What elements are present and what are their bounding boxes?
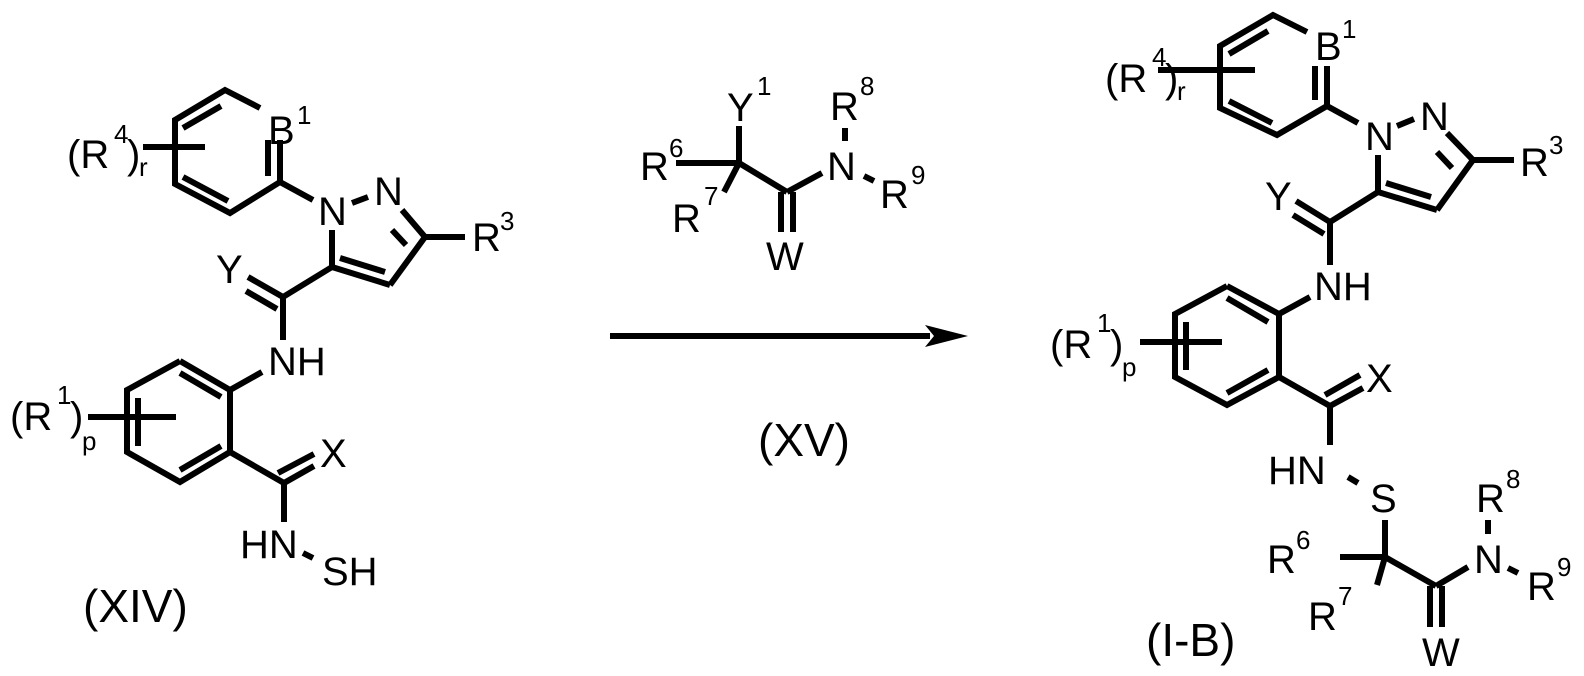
- label-r4-sub: r: [139, 152, 148, 182]
- label-r3: R: [472, 216, 501, 260]
- label-r7: R: [672, 197, 701, 241]
- atom-x: X: [1366, 357, 1393, 401]
- atom-y1-sup: 1: [757, 71, 771, 101]
- label-r4-open: (R: [67, 133, 109, 177]
- atom-n2: N: [374, 170, 403, 214]
- atom-b1-sup: 1: [1342, 14, 1356, 44]
- arrow-head-icon: [925, 325, 968, 347]
- atom-x: X: [320, 432, 347, 476]
- atom-y1: Y: [727, 86, 754, 130]
- label-r7: R: [1308, 595, 1337, 639]
- label-r1-sup: 1: [1097, 308, 1111, 338]
- compound-label-xv: (XV): [758, 414, 850, 466]
- label-r7-sup: 7: [704, 181, 718, 211]
- atom-b1-sup: 1: [297, 100, 311, 130]
- atom-y: Y: [1265, 175, 1292, 219]
- reactant-aryl-ring-r1: [88, 358, 316, 561]
- label-r8-sup: 8: [860, 71, 874, 101]
- label-r1-close: ): [70, 395, 83, 439]
- compound-label-xiv: (XIV): [83, 580, 188, 632]
- label-r1-sup: 1: [57, 380, 71, 410]
- atom-n1: N: [318, 190, 347, 234]
- label-r6-sup: 6: [1296, 525, 1310, 555]
- group-hn: HN: [1268, 449, 1326, 493]
- compound-label-i-b: (I-B): [1146, 614, 1235, 666]
- label-r9-sup: 9: [1557, 552, 1571, 582]
- label-r8: R: [1476, 477, 1505, 521]
- atom-b1: B: [1315, 25, 1342, 69]
- label-r4-close: ): [127, 133, 140, 177]
- reactant-aryl-ring-b1: [143, 86, 283, 217]
- atom-y: Y: [216, 248, 243, 292]
- label-r4-open: (R: [1105, 57, 1147, 101]
- label-r3-sup: 3: [1549, 130, 1563, 160]
- reaction-arrow: [610, 325, 968, 347]
- label-r6-sup: 6: [669, 133, 683, 163]
- group-hn: HN: [240, 523, 298, 567]
- label-r4-sub: r: [1177, 76, 1186, 106]
- label-r6: R: [1267, 538, 1296, 582]
- label-r9-sup: 9: [911, 160, 925, 190]
- reactant-carbonyl-y: [244, 264, 334, 340]
- atom-b1: B: [268, 109, 295, 153]
- atom-n: N: [1474, 538, 1503, 582]
- label-r1-close: ): [1110, 323, 1123, 367]
- atom-s: S: [1370, 477, 1397, 521]
- reagent-xv: Y 1 R 6 R 7 N R 8 R 9 W: [640, 71, 925, 279]
- label-r8: R: [830, 85, 859, 129]
- group-nh: NH: [1314, 265, 1372, 309]
- label-r4-sup: 4: [114, 119, 128, 149]
- label-r3: R: [1520, 141, 1549, 185]
- atom-w: W: [1422, 631, 1460, 675]
- atom-n2: N: [1420, 95, 1449, 139]
- label-r8-sup: 8: [1506, 464, 1520, 494]
- reactant-xiv: B 1 (R 4 ) r N N R 3 Y NH (R 1 ) p X HN …: [10, 86, 514, 632]
- label-r7-sup: 7: [1338, 581, 1352, 611]
- label-r6: R: [640, 145, 669, 189]
- label-r9: R: [1527, 565, 1556, 609]
- label-r1-open: (R: [10, 395, 52, 439]
- label-r1-sub: p: [1122, 352, 1136, 382]
- atom-n: N: [827, 145, 856, 189]
- label-r4-sup: 4: [1152, 42, 1166, 72]
- product-i-b: B 1 (R 4 ) r N N R 3 Y NH (R 1 ) p X HN …: [1050, 11, 1571, 675]
- label-r9: R: [880, 173, 909, 217]
- atom-w: W: [766, 235, 804, 279]
- reactant-pyrazole-ring: [278, 179, 465, 288]
- label-r4-close: ): [1165, 57, 1178, 101]
- label-r1-sub: p: [82, 426, 96, 456]
- group-sh: SH: [322, 550, 378, 594]
- atom-n1: N: [1365, 115, 1394, 159]
- label-r3-sup: 3: [500, 206, 514, 236]
- group-nh: NH: [268, 340, 326, 384]
- label-r1-open: (R: [1050, 323, 1092, 367]
